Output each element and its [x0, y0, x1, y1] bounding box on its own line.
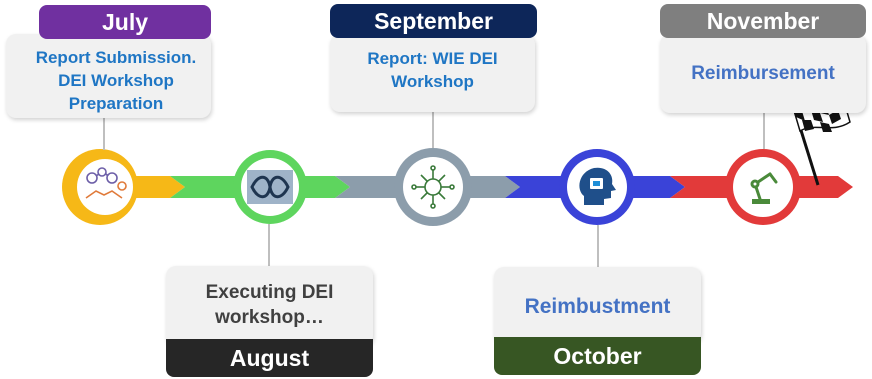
connector-july [103, 118, 105, 150]
node-october [559, 149, 635, 225]
ai-head-icon [579, 167, 616, 205]
month-header-august: August [166, 339, 373, 377]
node-july [62, 149, 138, 225]
month-header-october: October [494, 337, 701, 375]
milestone-text-november: Reimbursement [691, 63, 835, 84]
month-header-september: September [330, 4, 537, 38]
robot-arm-icon [750, 172, 778, 204]
infinity-network-icon [247, 170, 293, 204]
milestone-text-august: Executing DEI workshop… [205, 282, 334, 328]
milestone-card-november [660, 34, 866, 113]
node-september [394, 148, 472, 226]
milestone-text-september: Report: WIE DEI Workshop [367, 49, 498, 91]
connector-november [763, 113, 765, 149]
crypto-circuit-icon [411, 165, 455, 209]
milestone-card-july [6, 34, 211, 118]
month-header-november: November [660, 4, 866, 38]
month-header-july: July [39, 5, 211, 39]
connector-august [268, 224, 270, 266]
connector-october [597, 225, 599, 267]
connector-september [432, 112, 434, 148]
milestone-text-july: Report Submission. DEI Workshop Preparat… [35, 48, 197, 113]
node-november [725, 149, 801, 225]
handshake-network-icon [85, 167, 127, 199]
milestone-card-august [166, 266, 373, 346]
milestone-text-october: Reimbustment [524, 295, 671, 318]
node-august [233, 150, 307, 224]
milestone-card-september [330, 34, 535, 112]
milestone-card-october [494, 267, 701, 343]
